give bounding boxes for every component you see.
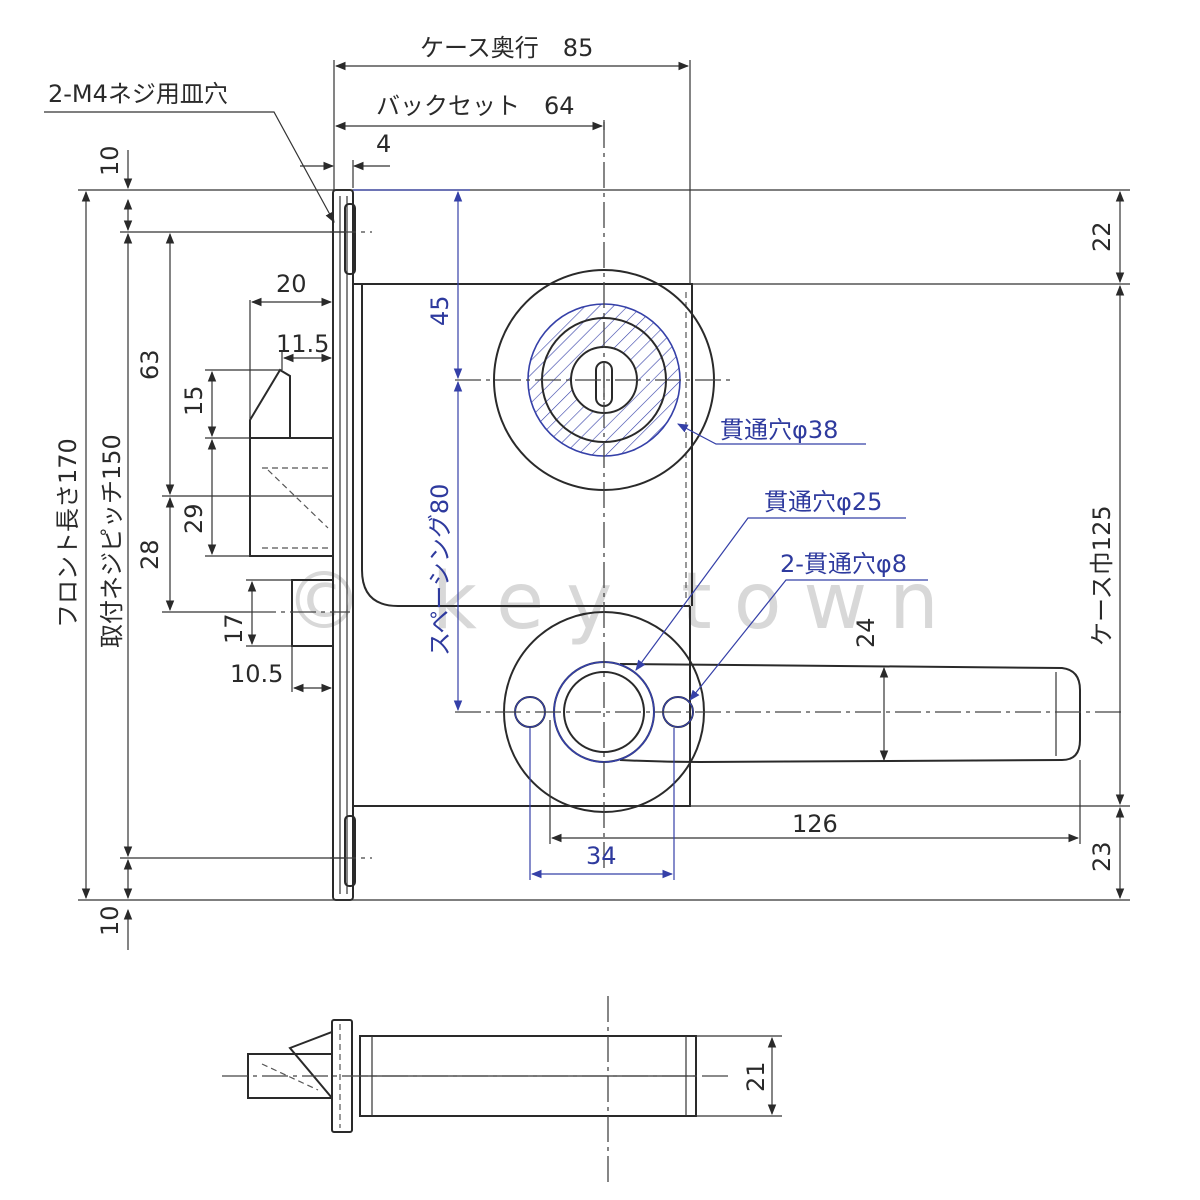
dimension-lines [44, 60, 1130, 950]
screw-holes-label: 2-M4ネジ用皿穴 [48, 80, 228, 108]
cylinder-rosette [455, 269, 732, 491]
bottom-thickness-label: 21 [742, 1061, 770, 1092]
bottom-margin-label: 10 [96, 905, 124, 936]
latch-offset-label: 63 [136, 349, 164, 380]
front-thickness-label: 4 [376, 130, 391, 158]
dead-height-label: 17 [220, 613, 248, 644]
mount-pitch-label: 取付ネジピッチ150 [98, 434, 126, 648]
lever-height-label: 24 [852, 617, 880, 648]
top-margin-label: 10 [96, 145, 124, 176]
dead-offset-label: 28 [136, 539, 164, 570]
hole-38-callout: 貫通穴φ38 [720, 416, 838, 444]
deadbolt [250, 579, 350, 647]
latch-tip-label: 11.5 [276, 330, 329, 358]
hole-8-callout: 2-貫通穴φ8 [780, 550, 907, 578]
hole-25-callout: 貫通穴φ25 [764, 488, 882, 516]
latch-to-dead-label: 29 [180, 503, 208, 534]
backset-label: バックセット 64 [376, 92, 575, 120]
bottom-view [222, 996, 782, 1182]
latch-height-label: 15 [180, 385, 208, 416]
top-to-case-label: 22 [1088, 221, 1116, 252]
case-width-label: ケース巾125 [1088, 505, 1116, 646]
latch-projection-label: 20 [276, 270, 307, 298]
spacing-label: スペーシング80 [426, 484, 454, 656]
case-depth-label: ケース奥行 85 [420, 34, 593, 62]
bottom-to-case-label: 23 [1088, 841, 1116, 872]
hole-spacing-label: 34 [586, 842, 617, 870]
lever-length-label: 126 [792, 810, 838, 838]
latch-bolt [249, 368, 334, 557]
dead-projection-label: 10.5 [230, 660, 283, 688]
cyl-offset-label: 45 [426, 295, 454, 326]
front-plate [330, 189, 372, 901]
spacing-dimensions [353, 189, 928, 880]
watermark: © key town [285, 557, 961, 647]
front-length-label: フロント長さ170 [54, 438, 82, 628]
